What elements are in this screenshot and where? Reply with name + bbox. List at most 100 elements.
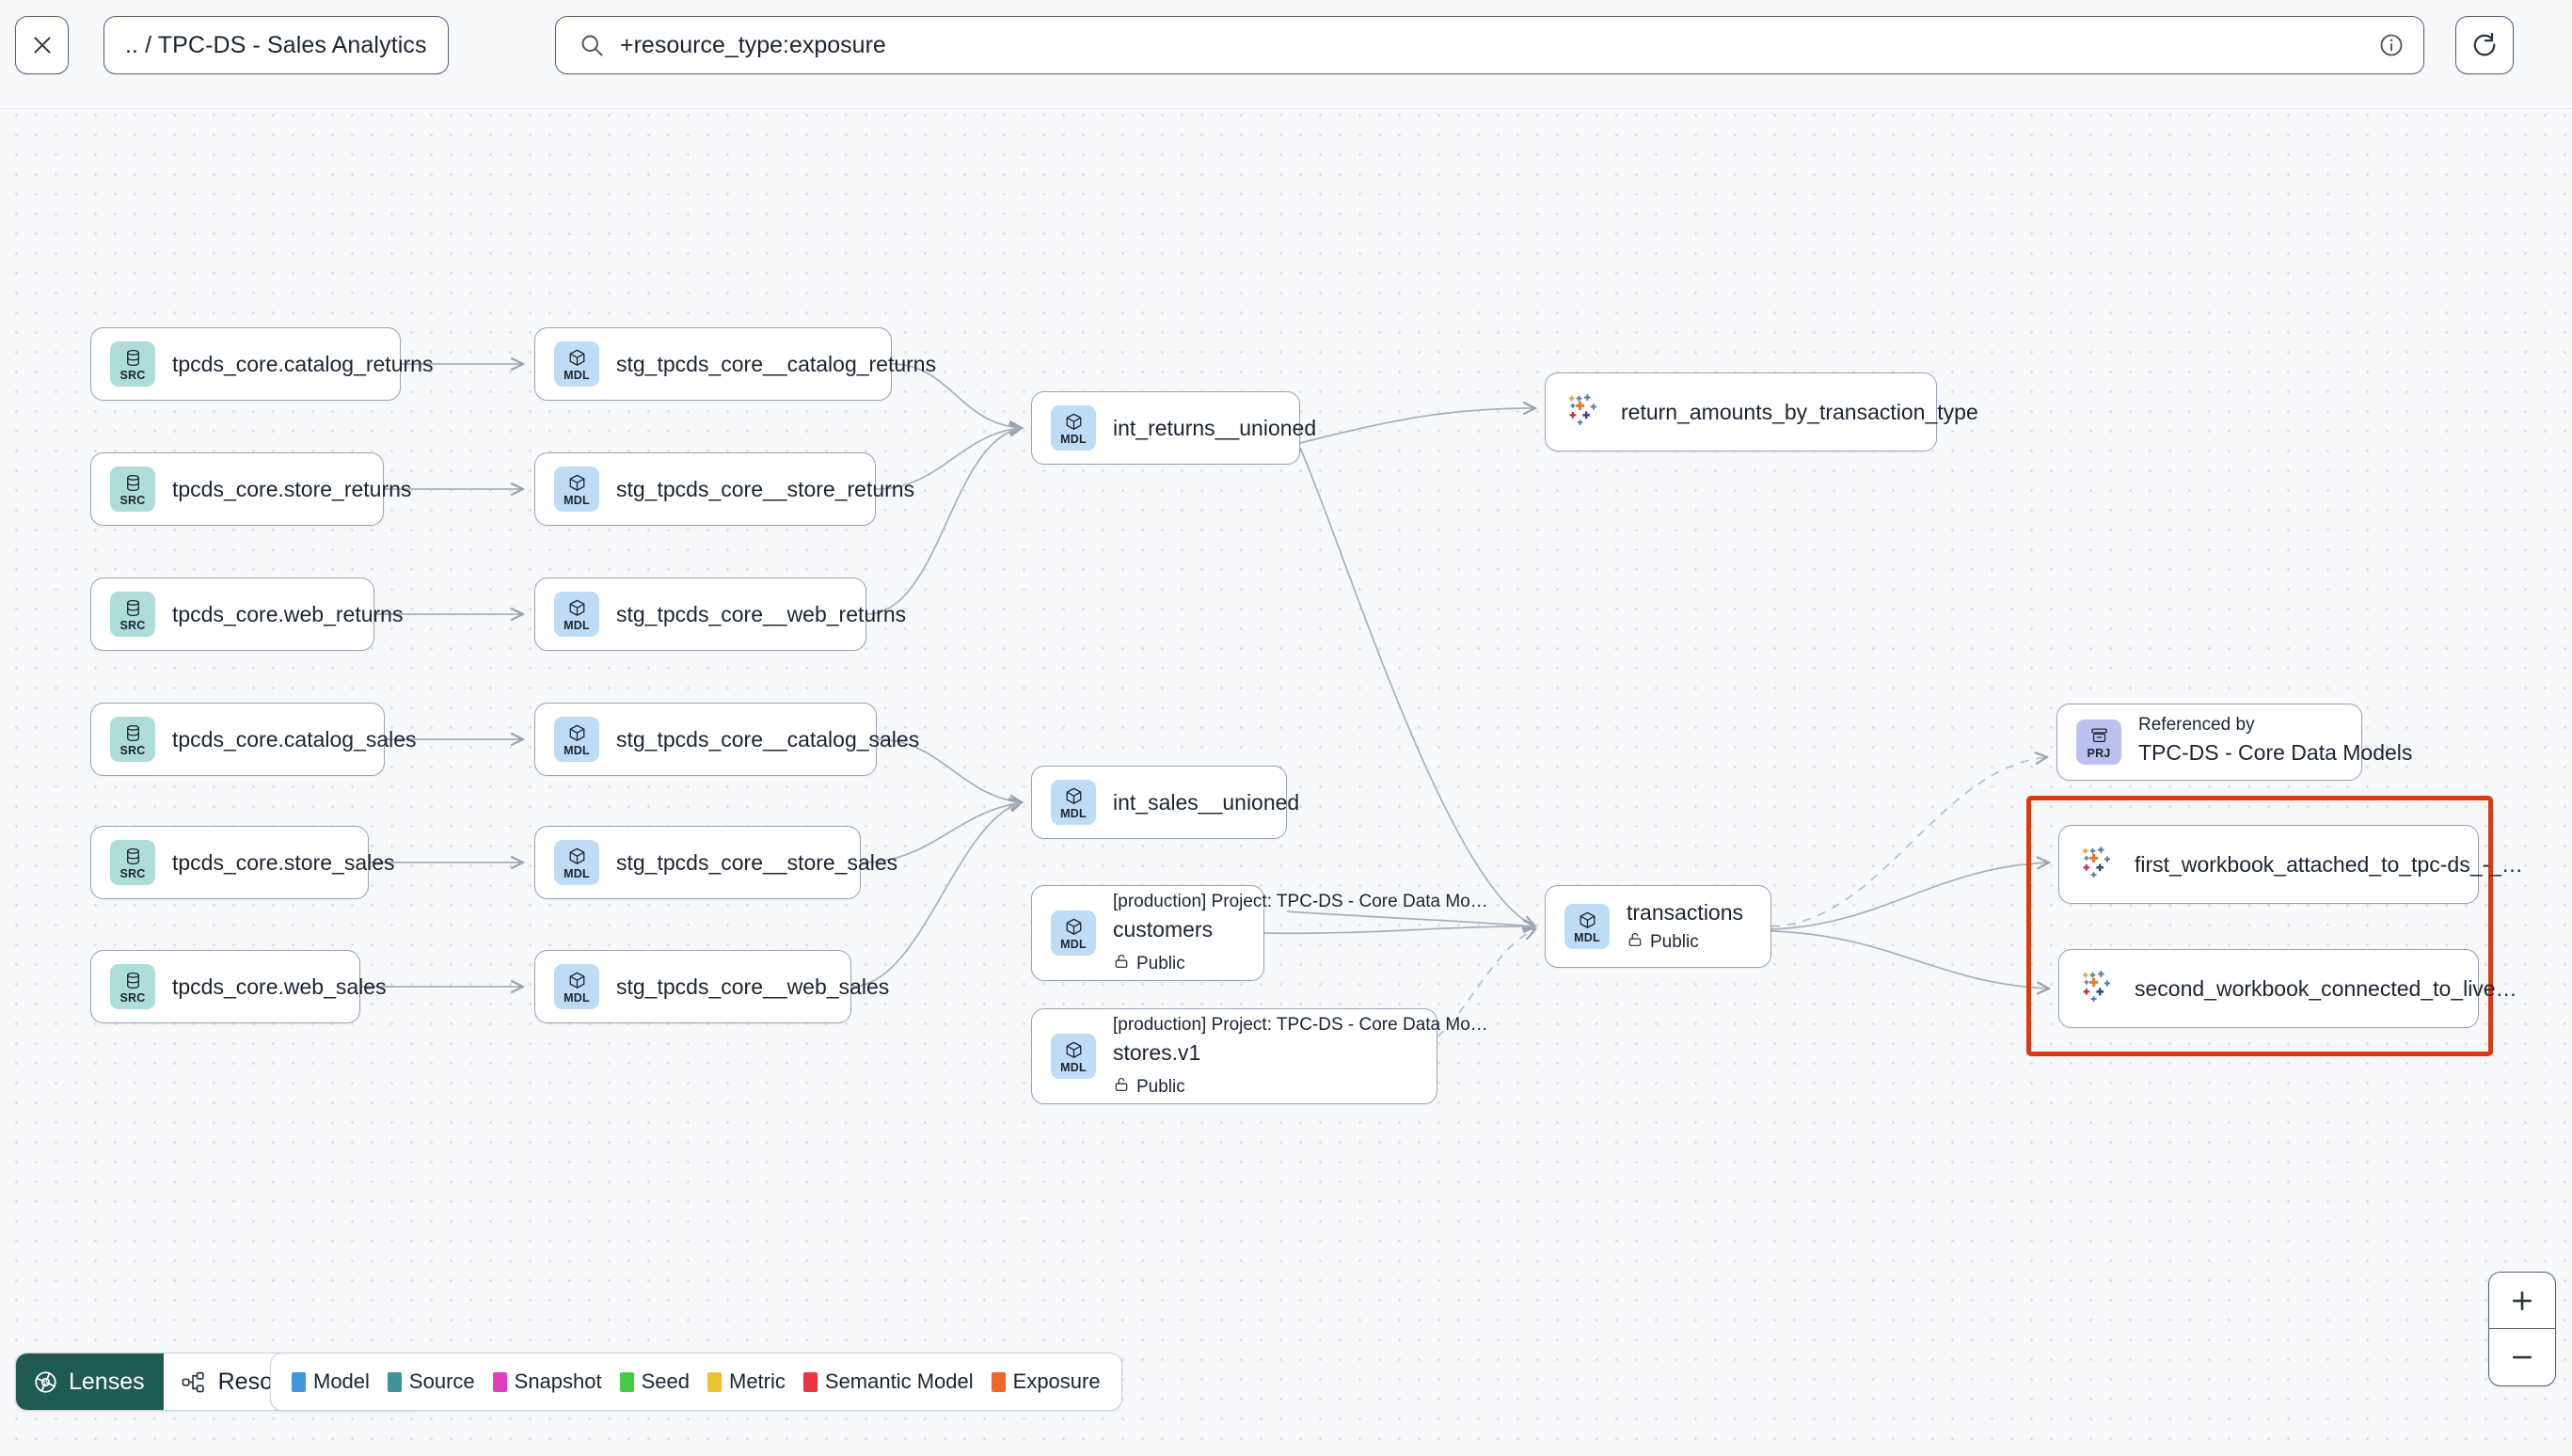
node-badge-label: MDL	[1060, 937, 1087, 951]
graph-node-mdl-stg-web-returns[interactable]: MDL stg_tpcds_core__web_returns	[534, 578, 906, 651]
node-text-block: tpcds_core.catalog_returns	[172, 352, 433, 377]
refresh-icon	[2473, 32, 2496, 56]
node-text-block: stg_tpcds_core__web_returns	[616, 602, 906, 627]
node-badge-label: SRC	[119, 743, 146, 757]
node-badge-label: SRC	[119, 866, 146, 880]
node-title: tpcds_core.web_sales	[172, 973, 387, 999]
node-badge-label: SRC	[119, 368, 146, 382]
node-badge-mdl: MDL	[554, 592, 599, 637]
graph-node-mdl-customers[interactable]: MDL [production] Project: TPC-DS - Core D…	[1031, 885, 1488, 981]
unlock-icon	[1113, 953, 1130, 975]
database-icon	[123, 723, 143, 743]
node-title: customers	[1113, 916, 1214, 942]
node-badge-label: SRC	[119, 618, 146, 632]
node-badge-label: MDL	[1574, 930, 1600, 944]
info-circle-icon[interactable]	[2378, 32, 2405, 58]
database-icon	[123, 598, 143, 618]
legend-swatch	[802, 1371, 818, 1392]
node-subtitle: [production] Project: TPC-DS - Core Data…	[1113, 891, 1488, 911]
graph-node-mdl-stg-catalog-returns[interactable]: MDL stg_tpcds_core__catalog_returns	[534, 327, 937, 401]
graph-node-mdl-stg-catalog-sales[interactable]: MDL stg_tpcds_core__catalog_sales	[534, 703, 919, 776]
node-badge-src: SRC	[110, 964, 155, 1009]
search-bar[interactable]: +resource_type:exposure	[555, 16, 2424, 74]
node-visibility-label: Public	[1650, 931, 1699, 952]
lenses-label: Lenses	[69, 1368, 145, 1395]
node-badge-src: SRC	[110, 840, 155, 885]
legend-swatch	[492, 1371, 507, 1392]
node-badge-label: MDL	[564, 866, 590, 880]
node-badge-label: MDL	[1060, 1060, 1087, 1074]
node-visibility-label: Public	[1136, 953, 1185, 973]
graph-node-src-catalog-sales[interactable]: SRC tpcds_core.catalog_sales	[90, 703, 417, 776]
graph-node-mdl-stg-web-sales[interactable]: MDL stg_tpcds_core__web_sales	[534, 950, 890, 1023]
graph-node-mdl-stg-store-returns[interactable]: MDL stg_tpcds_core__store_returns	[534, 452, 915, 526]
graph-node-exp-return-amounts[interactable]: return_amounts_by_transaction_type	[1545, 372, 1978, 451]
node-title: tpcds_core.catalog_sales	[172, 726, 417, 752]
graph-node-mdl-stg-store-sales[interactable]: MDL stg_tpcds_core__store_sales	[534, 826, 898, 899]
node-title: stg_tpcds_core__web_sales	[616, 973, 890, 999]
legend-label: Exposure	[1012, 1369, 1101, 1393]
node-text-block: stg_tpcds_core__store_returns	[616, 476, 915, 502]
tableau-icon	[1564, 392, 1604, 432]
node-title: TPC-DS - Core Data Models	[2138, 739, 2413, 765]
zoom-out-button[interactable]	[2489, 1329, 2555, 1385]
node-title: stg_tpcds_core__store_sales	[616, 849, 898, 875]
legend-item-snapshot[interactable]: Snapshot	[492, 1369, 602, 1394]
node-title: tpcds_core.store_sales	[172, 849, 395, 875]
legend-item-model[interactable]: Model	[292, 1369, 370, 1394]
node-text-block: [production] Project: TPC-DS - Core Data…	[1113, 1015, 1488, 1099]
node-badge-label: MDL	[564, 493, 590, 507]
node-visibility: Public	[1627, 931, 1743, 954]
node-title: stg_tpcds_core__store_returns	[616, 476, 915, 501]
tableau-icon	[2078, 845, 2118, 884]
tableau-icon	[2078, 969, 2118, 1008]
legend-label: Semantic Model	[824, 1369, 974, 1393]
zoom-in-button[interactable]	[2489, 1273, 2555, 1329]
graph-node-src-web-sales[interactable]: SRC tpcds_core.web_sales	[90, 950, 387, 1023]
node-badge-mdl: MDL	[554, 717, 599, 762]
graph-node-src-store-sales[interactable]: SRC tpcds_core.store_sales	[90, 826, 395, 899]
node-text-block: stg_tpcds_core__catalog_sales	[616, 727, 919, 752]
node-badge-mdl: MDL	[554, 964, 599, 1009]
legend-swatch	[619, 1371, 634, 1392]
legend-item-exposure[interactable]: Exposure	[991, 1369, 1101, 1394]
zoom-controls	[2488, 1272, 2556, 1386]
node-badge-mdl: MDL	[1051, 780, 1096, 825]
database-icon	[123, 971, 143, 990]
node-title: int_returns__unioned	[1113, 415, 1317, 440]
cube-icon	[567, 473, 587, 493]
node-title: stg_tpcds_core__catalog_returns	[616, 351, 937, 376]
lenses-button[interactable]: Lenses	[16, 1353, 164, 1410]
close-button[interactable]	[15, 16, 69, 74]
node-badge-mdl: MDL	[1051, 1034, 1096, 1079]
legend-item-seed[interactable]: Seed	[619, 1369, 690, 1394]
legend-item-source[interactable]: Source	[387, 1369, 475, 1394]
close-icon	[33, 37, 51, 54]
graph-node-exp-second-workbook[interactable]: second_workbook_connected_to_live…	[2058, 949, 2517, 1028]
legend-label: Seed	[641, 1369, 690, 1393]
breadcrumb[interactable]: .. / TPC-DS - Sales Analytics	[103, 16, 449, 74]
legend-label: Model	[313, 1369, 370, 1393]
node-text-block: tpcds_core.catalog_sales	[172, 726, 417, 752]
graph-node-src-catalog-returns[interactable]: SRC tpcds_core.catalog_returns	[90, 327, 433, 401]
node-visibility: Public	[1113, 953, 1245, 975]
search-input[interactable]: +resource_type:exposure	[620, 31, 886, 58]
graph-node-exp-first-workbook[interactable]: first_workbook_attached_to_tpc-ds_-_…	[2058, 825, 2523, 904]
node-badge-prj: PRJ	[2076, 720, 2121, 765]
node-badge-label: MDL	[564, 368, 590, 382]
node-text-block: return_amounts_by_transaction_type	[1621, 400, 1978, 425]
node-title: transactions	[1627, 899, 1744, 925]
refresh-button[interactable]	[2455, 16, 2514, 74]
legend-item-metric[interactable]: Metric	[707, 1369, 786, 1394]
cube-icon	[1064, 917, 1084, 937]
graph-node-mdl-stores-v1[interactable]: MDL [production] Project: TPC-DS - Core D…	[1031, 1008, 1488, 1104]
legend-item-semantic-model[interactable]: Semantic Model	[802, 1369, 974, 1394]
